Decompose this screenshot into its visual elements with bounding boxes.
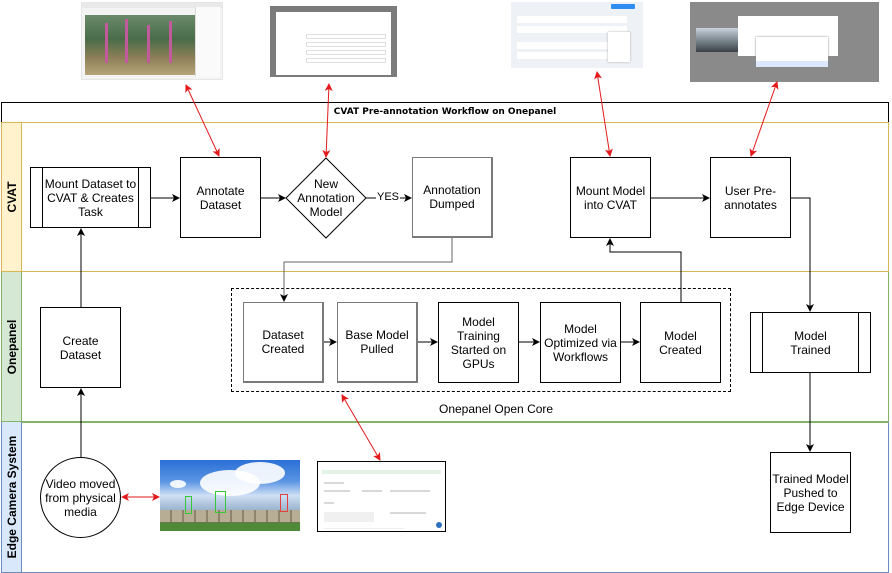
screenshot-tabs xyxy=(324,528,404,529)
lane-body xyxy=(22,422,889,573)
lane-label-edge: Edge Camera System xyxy=(1,422,22,573)
screenshot-code-block xyxy=(324,512,374,522)
edge-label-yes: YES xyxy=(376,191,401,203)
node-label: Model Created xyxy=(659,328,702,357)
screenshot-dialog xyxy=(276,12,391,75)
detection-box xyxy=(215,491,226,513)
detection-box xyxy=(185,496,192,514)
node-user-preannotates[interactable]: User Pre-annotates xyxy=(710,157,791,238)
node-label: Create Dataset xyxy=(59,333,102,362)
screenshot-row xyxy=(517,26,627,33)
node-model-optimized[interactable]: Model Optimized via Workflows xyxy=(540,302,621,383)
node-model-trained[interactable]: Model Trained xyxy=(750,312,871,373)
node-model-training[interactable]: Model Training Started on GPUs xyxy=(438,302,519,383)
node-label: User Pre-annotates xyxy=(724,183,777,212)
annotated-tree xyxy=(125,19,128,63)
node-trained-model-pushed[interactable]: Trained Model Pushed to Edge Device xyxy=(770,452,851,533)
node-create-dataset[interactable]: Create Dataset xyxy=(40,307,121,388)
screenshot-text xyxy=(324,490,350,492)
screenshot-photo xyxy=(696,28,738,52)
photo-cloud xyxy=(235,462,285,484)
screenshot-row xyxy=(517,42,627,49)
workflow-details-screenshot xyxy=(317,461,446,532)
screenshot-photo xyxy=(85,15,197,75)
node-label: Annotate Dataset xyxy=(196,183,245,212)
lane-onepanel: Onepanel xyxy=(1,272,889,422)
node-base-model-pulled[interactable]: Base Model Pulled xyxy=(337,302,418,383)
node-annotate-dataset[interactable]: Annotate Dataset xyxy=(180,157,261,238)
photo-wall xyxy=(160,510,300,522)
photo-grass xyxy=(160,523,300,531)
node-mount-dataset[interactable]: Mount Dataset to CVAT & Creates Task xyxy=(30,167,151,228)
node-model-created[interactable]: Model Created xyxy=(640,302,721,383)
node-label: Mount Dataset to CVAT & Creates Task xyxy=(44,176,137,219)
node-label: Trained Model Pushed to Edge Device xyxy=(772,471,849,514)
create-model-dialog-screenshot xyxy=(270,6,397,77)
screenshot-selected-option xyxy=(756,61,828,67)
lane-title: Onepanel xyxy=(4,319,19,374)
onepanel-open-core-group xyxy=(231,288,731,392)
screenshot-field xyxy=(306,58,386,63)
screenshot-text xyxy=(362,490,382,492)
screenshot-text xyxy=(324,502,334,504)
annotated-tree xyxy=(169,21,172,63)
screenshot-field xyxy=(306,34,386,39)
screenshot-dropdown xyxy=(756,37,828,67)
lane-title: CVAT xyxy=(4,181,19,213)
lane-body xyxy=(22,272,889,422)
screenshot-status-bar xyxy=(322,470,441,474)
group-label: Onepanel Open Core xyxy=(439,402,554,416)
screenshot-dropdown xyxy=(608,32,630,62)
screenshot-text xyxy=(324,482,344,484)
node-video-moved[interactable]: Video moved from physical media xyxy=(40,457,121,538)
screenshot-toolbar xyxy=(82,3,222,8)
annotated-tree xyxy=(105,23,108,63)
screenshot-field xyxy=(306,42,386,47)
node-mount-model[interactable]: Mount Model into CVAT xyxy=(570,157,651,238)
node-annotation-dumped[interactable]: Annotation Dumped xyxy=(412,157,493,238)
node-label: Model Optimized via Workflows xyxy=(544,321,617,364)
models-list-screenshot xyxy=(511,2,643,68)
node-new-annotation-model[interactable]: New Annotation Model xyxy=(296,172,356,224)
help-icon xyxy=(436,522,442,528)
node-label: Model Trained xyxy=(790,328,831,357)
lane-label-onepanel: Onepanel xyxy=(1,272,22,422)
screenshot-text xyxy=(390,512,426,514)
lane-body xyxy=(22,122,889,272)
annotated-tree xyxy=(147,25,150,63)
camera-photo xyxy=(160,460,300,531)
node-label: Model Training Started on GPUs xyxy=(450,314,507,371)
annotation-tool-screenshot xyxy=(81,2,223,80)
node-label: Annotation Dumped xyxy=(423,183,481,211)
node-label: Dataset Created xyxy=(261,328,305,356)
lane-label-cvat: CVAT xyxy=(1,122,22,272)
node-dataset-created[interactable]: Dataset Created xyxy=(243,302,324,383)
screenshot-row xyxy=(517,16,627,23)
screenshot-field xyxy=(306,50,386,55)
screenshot-text xyxy=(390,490,430,492)
node-label: Mount Model into CVAT xyxy=(575,183,646,212)
lane-cvat: CVAT xyxy=(1,122,889,272)
detection-box xyxy=(280,494,288,512)
screenshot-row xyxy=(517,52,627,59)
node-label: Video moved from physical media xyxy=(45,476,116,519)
lane-title: Edge Camera System xyxy=(4,435,19,559)
automatic-annotation-dialog-screenshot xyxy=(690,2,879,82)
node-label: Base Model Pulled xyxy=(345,328,409,356)
screenshot-sidebar xyxy=(195,7,220,77)
screenshot-button xyxy=(611,4,635,9)
diagram-title: CVAT Pre-annotation Workflow on Onepanel xyxy=(333,107,557,117)
photo-cloud xyxy=(170,480,186,488)
diagram-title-bar: CVAT Pre-annotation Workflow on Onepanel xyxy=(1,102,889,122)
node-label: New Annotation Model xyxy=(297,177,355,219)
